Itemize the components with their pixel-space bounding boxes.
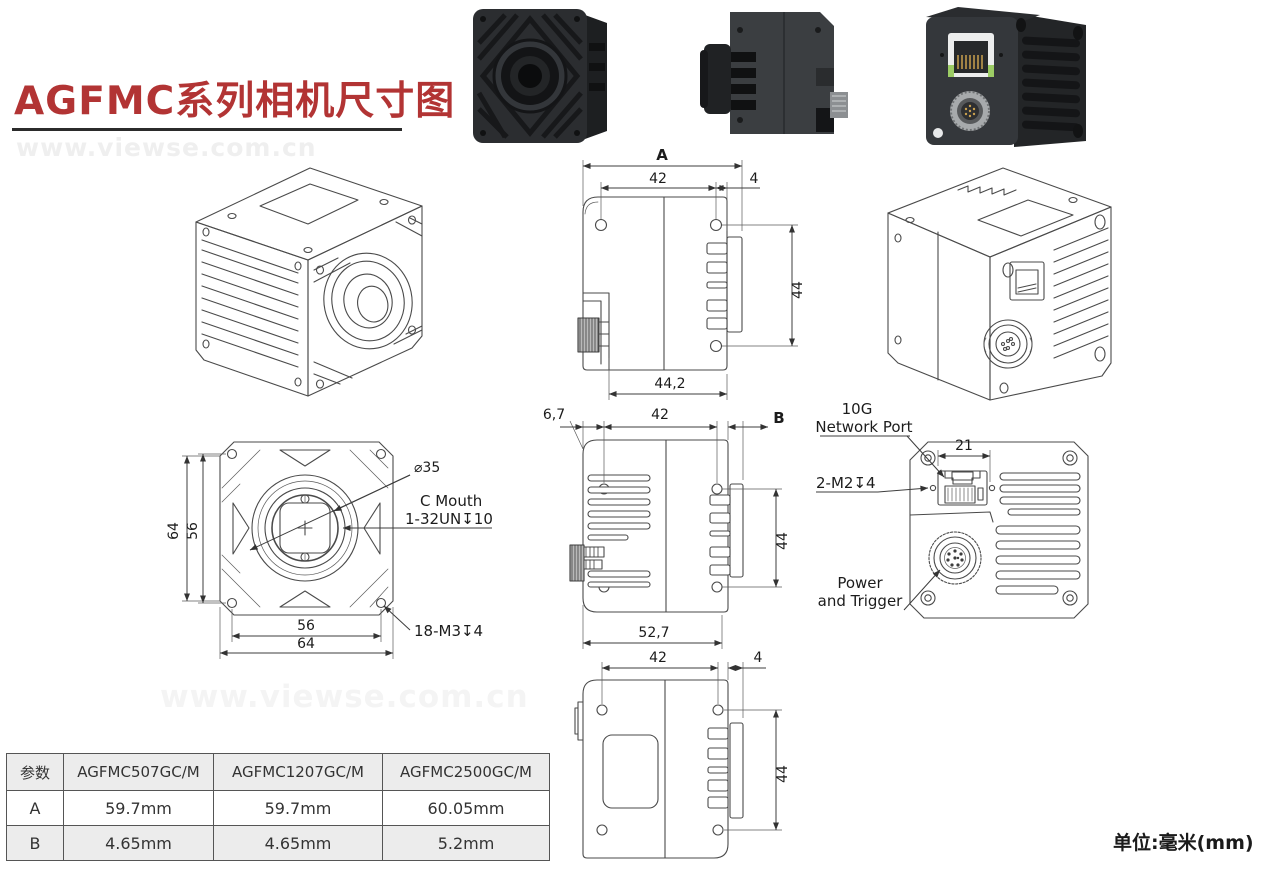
- network-port-label-line2: Network Port: [815, 418, 912, 436]
- dim-42: 42: [649, 650, 667, 666]
- bottom-view-drawing: 42 4 44: [574, 650, 791, 859]
- dim-6-7: 6,7: [543, 407, 565, 423]
- c-mount-label-line1: C Mouth: [420, 492, 482, 510]
- isometric-front-line-drawing: [195, 167, 423, 397]
- dim-56-left: 56: [185, 522, 201, 540]
- dim-64-bottom: 64: [297, 636, 315, 652]
- table-cell-a3: 60.05mm: [382, 790, 550, 826]
- power-label-line2: and Trigger: [818, 592, 904, 610]
- dim-42: 42: [649, 171, 667, 187]
- dim-b: B: [773, 409, 784, 427]
- table-cell-param-b: B: [6, 825, 64, 861]
- table-header-param: 参数: [6, 753, 64, 791]
- camera-photo-side: [700, 12, 848, 134]
- table-row-a: A 59.7mm 59.7mm 60.05mm: [6, 790, 550, 826]
- front-view-drawing: 64 56 56 64 ⌀35 C Mouth 1-32UN↧10 18-M3↧…: [166, 441, 493, 659]
- dim-4: 4: [754, 650, 763, 666]
- dim-42: 42: [651, 407, 669, 423]
- screw-note-label: 2-M2↧4: [816, 474, 876, 492]
- dim-56-bottom: 56: [297, 618, 315, 634]
- dim-44: 44: [775, 765, 791, 783]
- table-cell-param-a: A: [6, 790, 64, 826]
- side-view-drawing: 6,7 42 B 44 52,7: [543, 407, 791, 649]
- watermark: www.viewse.com.cn: [16, 133, 317, 162]
- dim-64-left: 64: [166, 522, 182, 540]
- back-view-drawing: 10G Network Port 21 2-M2↧4 Power and Tri…: [815, 400, 1089, 619]
- title-underline: [12, 128, 402, 131]
- dim-a: A: [656, 146, 668, 164]
- dim-44: 44: [790, 281, 806, 299]
- table-cell-b3: 5.2mm: [382, 825, 550, 861]
- table-header-model-1: AGFMC507GC/M: [63, 753, 214, 791]
- table-row-b: B 4.65mm 4.65mm 5.2mm: [6, 825, 550, 861]
- top-view-drawing: A 42 4 44 44,2: [577, 146, 806, 400]
- table-cell-a1: 59.7mm: [63, 790, 214, 826]
- dim-44-2: 44,2: [654, 376, 685, 392]
- camera-photo-front: [473, 9, 607, 143]
- c-mount-label-line2: 1-32UN↧10: [405, 510, 493, 528]
- table-cell-b2: 4.65mm: [213, 825, 383, 861]
- table-cell-b1: 4.65mm: [63, 825, 214, 861]
- network-port-label-line1: 10G: [842, 400, 873, 418]
- unit-note: 单位:毫米(mm): [1113, 832, 1254, 854]
- table-header-model-2: AGFMC1207GC/M: [213, 753, 383, 791]
- table-header-row: 参数 AGFMC507GC/M AGFMC1207GC/M AGFMC2500G…: [6, 753, 550, 791]
- dim-4: 4: [750, 171, 759, 187]
- watermark: www.viewse.com.cn: [160, 679, 529, 715]
- isometric-back-line-drawing: [887, 167, 1112, 401]
- page-title: AGFMC系列相机尺寸图: [14, 79, 456, 124]
- dim-44: 44: [775, 532, 791, 550]
- dim-21: 21: [955, 438, 973, 454]
- screw-note-label: 18-M3↧4: [414, 622, 483, 640]
- camera-photo-back: [926, 7, 1086, 147]
- table-header-model-3: AGFMC2500GC/M: [382, 753, 550, 791]
- table-cell-a2: 59.7mm: [213, 790, 383, 826]
- spec-table: 参数 AGFMC507GC/M AGFMC1207GC/M AGFMC2500G…: [6, 753, 550, 861]
- lens-diameter-label: ⌀35: [414, 460, 440, 476]
- power-label-line1: Power: [837, 574, 883, 592]
- dim-52-7: 52,7: [638, 625, 669, 641]
